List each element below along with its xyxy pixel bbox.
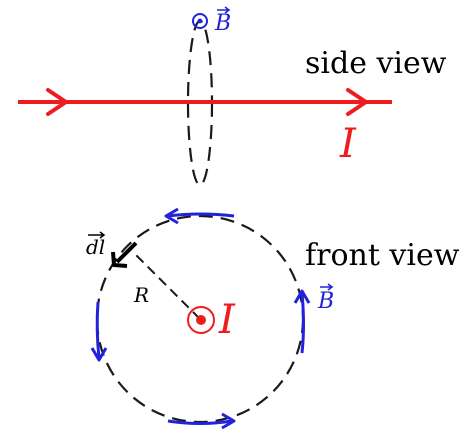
front-view-group: R dl I front view B: [86, 207, 460, 430]
field-symbol: B: [214, 11, 231, 36]
side-view-group: B side view I: [18, 6, 447, 187]
field-label-top: B: [214, 6, 231, 36]
current-direction-icon: [346, 88, 368, 116]
side-current-label: I: [339, 121, 357, 167]
current-out-of-page-icon: [187, 306, 215, 334]
vector-arrow-icon: [88, 231, 106, 239]
front-view-label: front view: [305, 238, 460, 273]
front-current-label: I: [218, 297, 236, 343]
radius-label: R: [133, 283, 149, 307]
arrowhead-icon: [90, 347, 108, 362]
dl-symbol: dl: [86, 235, 105, 259]
current-direction-icon: [46, 88, 68, 116]
arrowhead-icon: [111, 251, 128, 268]
arrowhead-icon: [221, 412, 236, 430]
field-arrow-right: [293, 289, 311, 354]
dl-arrow: [111, 241, 138, 268]
field-arrow-left: [90, 301, 108, 362]
arrowhead-icon: [164, 207, 179, 225]
arrowhead-icon: [293, 289, 311, 304]
side-view-label: side view: [305, 46, 447, 81]
field-symbol: B: [317, 289, 334, 314]
field-arrow-bottom: [167, 412, 236, 430]
vector-arrow-icon: [320, 283, 334, 291]
field-arrow-top: [164, 207, 235, 225]
vector-arrow-icon: [217, 6, 231, 14]
field-label-front: B: [317, 283, 334, 314]
field-out-of-page-icon: [192, 13, 208, 29]
dl-label: dl: [86, 231, 106, 259]
